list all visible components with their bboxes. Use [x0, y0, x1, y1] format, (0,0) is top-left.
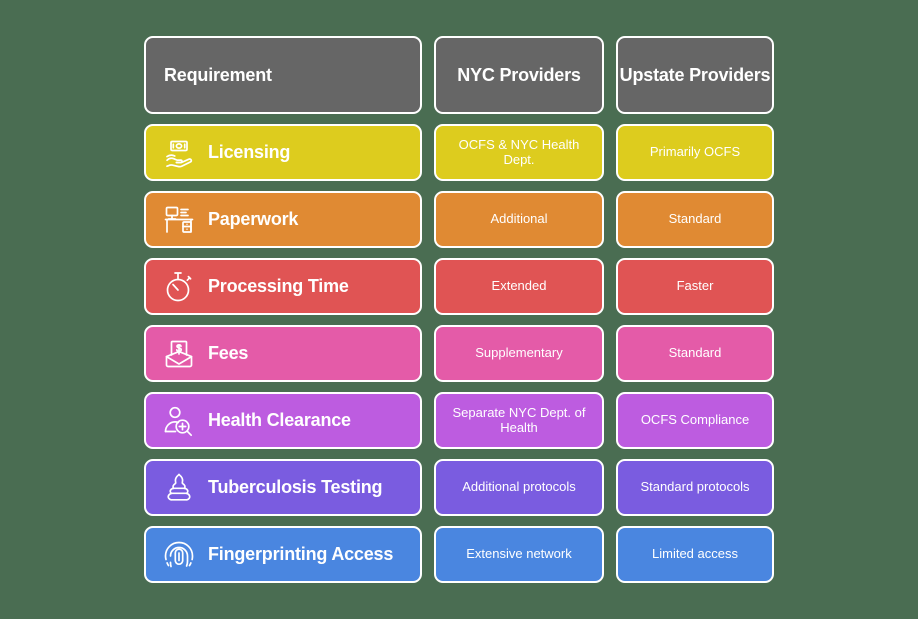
- upstate-value-cell: Standard: [616, 191, 774, 248]
- upstate-value: OCFS Compliance: [640, 412, 750, 428]
- nyc-value-cell: Additional: [434, 191, 604, 248]
- table-row: Processing Time Extended Faster: [144, 258, 774, 315]
- requirement-cell-fees[interactable]: Fees: [144, 325, 422, 382]
- fingerprint-icon: [162, 538, 196, 572]
- header-label-requirement: Requirement: [164, 64, 272, 85]
- desk-computer-icon: [162, 203, 196, 237]
- nyc-value: Extensive network: [466, 546, 572, 562]
- requirement-label: Fingerprinting Access: [208, 544, 394, 565]
- requirement-cell-tuberculosis-testing[interactable]: Tuberculosis Testing: [144, 459, 422, 516]
- upstate-value-cell: Faster: [616, 258, 774, 315]
- lungs-icon: [162, 471, 196, 505]
- table-row: Licensing OCFS & NYC Health Dept. Primar…: [144, 124, 774, 181]
- upstate-value-cell: Primarily OCFS: [616, 124, 774, 181]
- requirement-label: Health Clearance: [208, 410, 351, 431]
- table-row: Paperwork Additional Standard: [144, 191, 774, 248]
- requirement-cell-processing-time[interactable]: Processing Time: [144, 258, 422, 315]
- upstate-value: Limited access: [652, 546, 738, 562]
- nyc-value: Additional: [490, 211, 548, 227]
- requirement-cell-paperwork[interactable]: Paperwork: [144, 191, 422, 248]
- requirement-cell-health-clearance[interactable]: Health Clearance: [144, 392, 422, 449]
- nyc-value-cell: Additional protocols: [434, 459, 604, 516]
- nyc-value: Extended: [491, 278, 547, 294]
- upstate-value-cell: Limited access: [616, 526, 774, 583]
- requirement-label: Fees: [208, 343, 249, 364]
- table-row: Tuberculosis Testing Additional protocol…: [144, 459, 774, 516]
- money-in-hand-icon: [162, 136, 196, 170]
- upstate-value: Primarily OCFS: [649, 144, 741, 160]
- requirement-cell-licensing[interactable]: Licensing: [144, 124, 422, 181]
- table-row: Fees Supplementary Standard: [144, 325, 774, 382]
- upstate-value-cell: Standard protocols: [616, 459, 774, 516]
- person-medical-search-icon: [162, 404, 196, 438]
- upstate-value: Faster: [676, 278, 714, 294]
- requirement-cell-fingerprinting-access[interactable]: Fingerprinting Access: [144, 526, 422, 583]
- table-header-row: Requirement NYC Providers Upstate Provid…: [144, 36, 774, 114]
- nyc-value-cell: Extended: [434, 258, 604, 315]
- nyc-value-cell: Supplementary: [434, 325, 604, 382]
- requirement-label: Tuberculosis Testing: [208, 477, 383, 498]
- table-row: Health Clearance Separate NYC Dept. of H…: [144, 392, 774, 449]
- stopwatch-icon: [162, 270, 196, 304]
- header-cell-upstate-providers: Upstate Providers: [616, 36, 774, 114]
- upstate-value: Standard: [668, 211, 722, 227]
- nyc-value: Supplementary: [475, 345, 563, 361]
- upstate-value: Standard protocols: [640, 479, 750, 495]
- nyc-value: OCFS & NYC Health Dept.: [458, 136, 580, 167]
- header-cell-nyc-providers: NYC Providers: [434, 36, 604, 114]
- nyc-value: Separate NYC Dept. of Health: [452, 404, 586, 435]
- header-cell-requirement: Requirement: [144, 36, 422, 114]
- requirement-label: Paperwork: [208, 209, 299, 230]
- requirement-label: Processing Time: [208, 276, 349, 297]
- header-label-nyc-providers: NYC Providers: [457, 64, 581, 85]
- envelope-money-icon: [162, 337, 196, 371]
- upstate-value-cell: OCFS Compliance: [616, 392, 774, 449]
- requirement-label: Licensing: [208, 142, 291, 163]
- nyc-value-cell: Separate NYC Dept. of Health: [434, 392, 604, 449]
- nyc-value-cell: Extensive network: [434, 526, 604, 583]
- nyc-value: Additional protocols: [462, 479, 576, 495]
- header-label-upstate-providers: Upstate Providers: [619, 64, 771, 85]
- upstate-value: Standard: [668, 345, 722, 361]
- comparison-table: Requirement NYC Providers Upstate Provid…: [144, 36, 774, 583]
- upstate-value-cell: Standard: [616, 325, 774, 382]
- table-row: Fingerprinting Access Extensive network …: [144, 526, 774, 583]
- nyc-value-cell: OCFS & NYC Health Dept.: [434, 124, 604, 181]
